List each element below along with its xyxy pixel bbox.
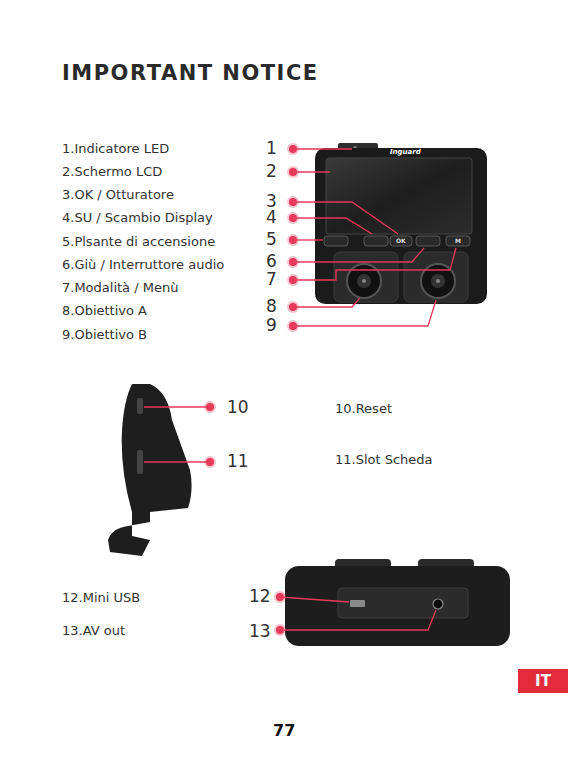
callout-number: 8 [266,297,277,317]
button-text: OK [396,238,406,245]
camera-side [108,384,192,556]
callout-number: 2 [266,162,277,182]
language-tab: IT [518,669,568,693]
part-name: 2.Schermo LCD [62,165,162,180]
part-name: 8.Obiettivo A [62,304,147,319]
callout-number: 1 [266,139,277,159]
button-text: M [455,238,461,245]
callout-number: 5 [266,230,277,250]
callout-number: 4 [266,208,277,228]
part-name: 5.Plsante di accensione [62,235,215,250]
part-name: 7.Modalità / Menù [62,281,178,296]
callout-number: 13 [249,622,271,642]
callout-number: 9 [266,316,277,336]
part-name: 3.OK / Otturatore [62,188,174,203]
callout-number: 12 [249,587,271,607]
part-name: 13.AV out [62,624,125,639]
callout-number: 6 [266,252,277,272]
part-name: 12.Mini USB [62,591,140,606]
callout-number: 10 [227,398,249,418]
part-name: 4.SU / Scambio Display [62,211,213,226]
page-title: IMPORTANT NOTICE [62,61,319,85]
page-number: 77 [273,722,295,740]
callout-number: 11 [227,452,249,472]
callout-dots [204,143,299,636]
brand-logo: Inguard [390,148,421,156]
part-name: 6.Giù / Interruttore audio [62,258,224,273]
callout-number: 7 [266,270,277,290]
part-name: 1.Indicatore LED [62,142,169,157]
part-name: 10.Reset [335,402,392,417]
part-name: 9.Obiettivo B [62,328,147,343]
camera-bottom [285,559,510,646]
tab-text: IT [535,673,551,690]
camera-front [315,143,487,304]
part-name: 11.Slot Scheda [335,453,433,468]
